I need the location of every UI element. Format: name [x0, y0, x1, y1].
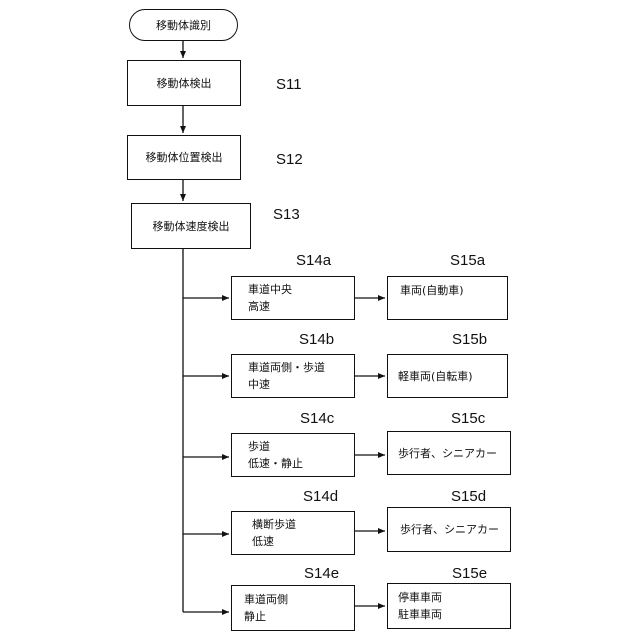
cond-line: 高速: [248, 298, 354, 315]
step-box-s12: 移動体位置検出: [127, 135, 241, 180]
start-terminator: 移動体識別: [129, 9, 238, 41]
cond-line: 静止: [244, 608, 354, 625]
step-id-s11: S11: [276, 76, 302, 93]
cond-line: 低速・静止: [248, 455, 354, 472]
cond-line: 車道両側・歩道: [248, 359, 354, 376]
step-label-s11: 移動体検出: [157, 75, 212, 92]
step-label-s12: 移動体位置検出: [146, 149, 223, 166]
result-box-s15b: 軽車両(自転車): [387, 354, 508, 398]
cond-box-s14c: 歩道 低速・静止: [231, 433, 355, 477]
result-box-s15d: 歩行者、シニアカー: [387, 507, 511, 552]
cond-id-s14b: S14b: [299, 331, 334, 348]
result-box-s15c: 歩行者、シニアカー: [387, 431, 511, 475]
cond-box-s14a: 車道中央 高速: [231, 276, 355, 320]
start-label: 移動体識別: [156, 17, 211, 34]
result-line: 軽車両(自転車): [398, 368, 507, 385]
cond-line: 横断歩道: [252, 516, 354, 533]
cond-line: 車道両側: [244, 591, 354, 608]
step-box-s11: 移動体検出: [127, 60, 241, 106]
step-box-s13: 移動体速度検出: [131, 203, 251, 249]
cond-id-s14d: S14d: [303, 488, 338, 505]
result-line: 駐車車両: [398, 606, 510, 623]
cond-box-s14e: 車道両側 静止: [231, 585, 355, 631]
step-id-s13: S13: [273, 206, 300, 223]
step-id-s12: S12: [276, 151, 303, 168]
cond-line: 中速: [248, 376, 354, 393]
step-label-s13: 移動体速度検出: [153, 218, 230, 235]
result-box-s15e: 停車車両 駐車車両: [387, 583, 511, 629]
cond-line: 歩道: [248, 438, 354, 455]
result-line: 車両(自動車): [400, 282, 507, 299]
cond-id-s14a: S14a: [296, 252, 331, 269]
result-id-s15e: S15e: [452, 565, 487, 582]
result-line: 歩行者、シニアカー: [398, 445, 510, 462]
cond-box-s14d: 横断歩道 低速: [231, 511, 355, 555]
result-box-s15a: 車両(自動車): [387, 276, 508, 320]
result-id-s15b: S15b: [452, 331, 487, 348]
cond-id-s14c: S14c: [300, 410, 334, 427]
cond-box-s14b: 車道両側・歩道 中速: [231, 354, 355, 398]
cond-line: 低速: [252, 533, 354, 550]
result-id-s15d: S15d: [451, 488, 486, 505]
cond-line: 車道中央: [248, 281, 354, 298]
result-id-s15a: S15a: [450, 252, 485, 269]
result-id-s15c: S15c: [451, 410, 485, 427]
result-line: 歩行者、シニアカー: [400, 521, 510, 538]
cond-id-s14e: S14e: [304, 565, 339, 582]
result-line: 停車車両: [398, 589, 510, 606]
